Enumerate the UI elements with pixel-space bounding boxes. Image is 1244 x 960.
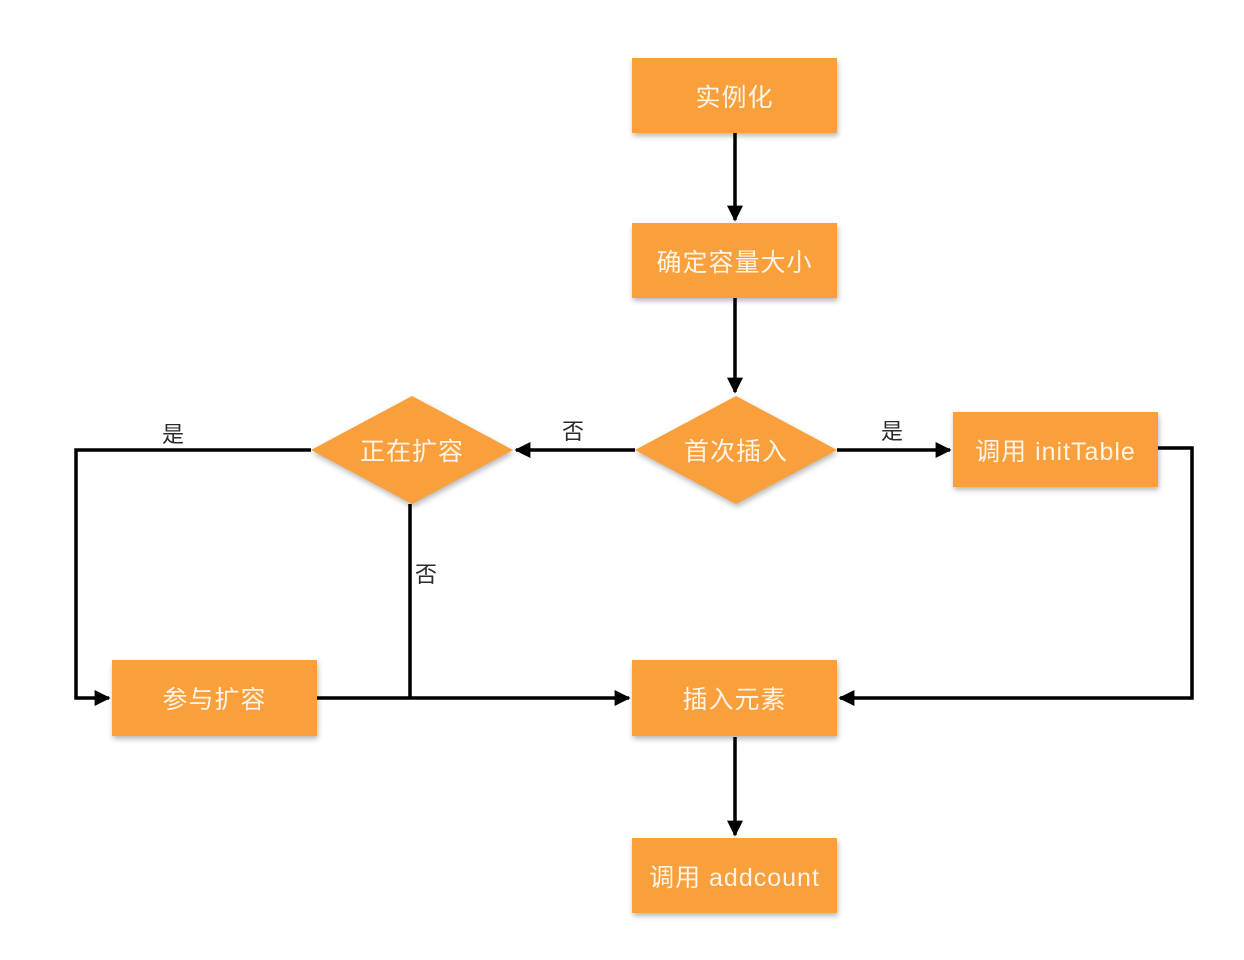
node-join-resize: 参与扩容 [112, 660, 317, 736]
node-call-inittable-label: 调用 initTable [975, 437, 1136, 466]
node-first-insert-shape: 首次插入 [635, 396, 837, 504]
node-first-insert-label: 首次插入 [683, 438, 788, 466]
edge-resizing-yes-to-join-resize [74, 448, 311, 706]
node-insert-element-label: 插入元素 [682, 686, 787, 714]
edge-label-yes-to-inittable: 是 [881, 419, 904, 444]
edge-label-yes-to-join-resize: 是 [162, 422, 185, 447]
node-instantiate: 实例化 [632, 58, 837, 133]
node-call-addcount: 调用 addcount [632, 838, 837, 913]
node-resizing: 正在扩容 [311, 396, 513, 504]
node-determine-capacity: 确定容量大小 [632, 223, 837, 298]
node-call-addcount-label: 调用 addcount [649, 863, 820, 892]
node-determine-capacity-label: 确定容量大小 [656, 248, 813, 277]
node-resizing-shape: 正在扩容 [311, 396, 513, 504]
edge-label-no-below-resizing: 否 [415, 562, 438, 587]
node-insert-element: 插入元素 [632, 660, 837, 736]
node-join-resize-label: 参与扩容 [162, 686, 267, 714]
edge-inittable-to-insert-element [838, 446, 1194, 706]
node-first-insert: 首次插入 [635, 396, 837, 504]
node-resizing-label: 正在扩容 [359, 438, 464, 466]
node-instantiate-label: 实例化 [695, 83, 774, 112]
node-call-inittable: 调用 initTable [953, 412, 1158, 487]
edge-label-no-between-diamonds: 否 [562, 419, 585, 444]
